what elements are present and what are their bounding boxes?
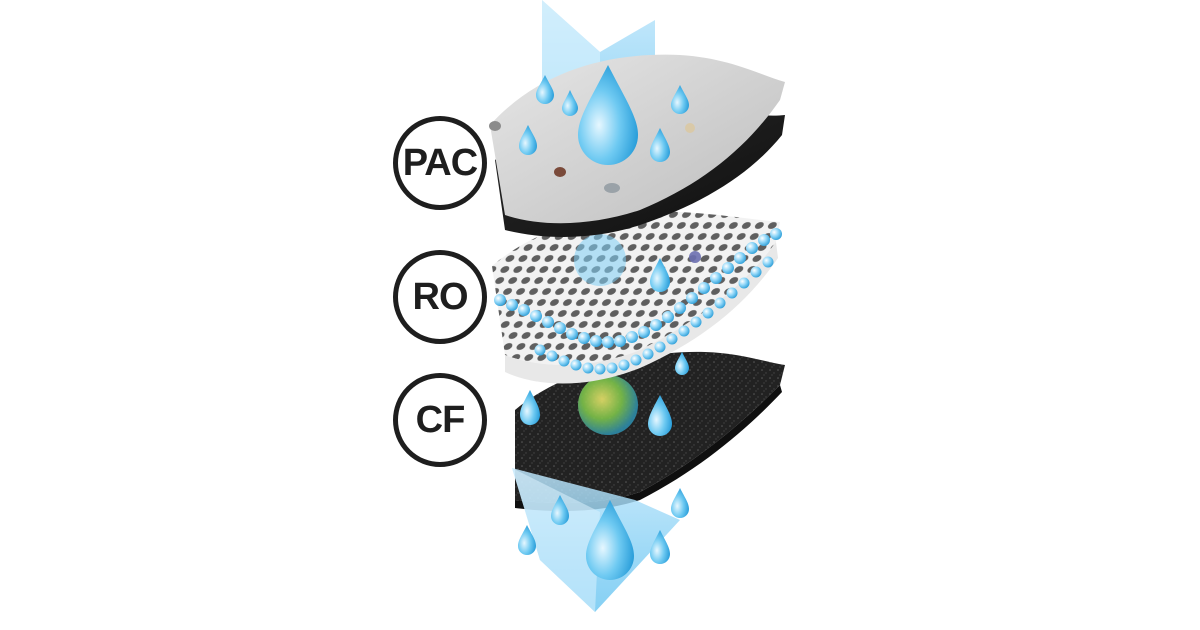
membrane-bead-row — [534, 256, 774, 375]
water-drop-icon — [650, 258, 670, 292]
water-drop-icon — [518, 525, 536, 555]
cf-label: CF — [415, 398, 466, 441]
water-drop-icon — [578, 65, 638, 165]
water-drop-icon — [551, 495, 569, 525]
water-drop-icon — [586, 500, 634, 580]
globe-icon — [578, 375, 638, 435]
water-drop-icon — [675, 352, 689, 375]
ro-layer — [492, 211, 782, 384]
water-drops — [519, 65, 689, 436]
water-drop-icon — [562, 90, 578, 116]
ro-label: RO — [412, 275, 469, 318]
pac-label-badge: PAC — [393, 116, 487, 210]
pac-label: PAC — [402, 141, 478, 184]
water-drop-icon — [536, 75, 554, 104]
water-drop-icon — [650, 128, 670, 162]
water-drop-icon — [671, 488, 689, 518]
water-drop-icon — [520, 390, 540, 425]
outflow-arrow-icon — [512, 468, 689, 612]
water-drop-icon — [671, 85, 689, 114]
water-drop-icon — [519, 125, 537, 155]
water-drop-icon — [648, 395, 672, 436]
water-drop-icon — [650, 530, 670, 564]
ro-label-badge: RO — [393, 250, 487, 344]
cf-label-badge: CF — [393, 373, 487, 467]
membrane-bead-row — [494, 228, 782, 348]
